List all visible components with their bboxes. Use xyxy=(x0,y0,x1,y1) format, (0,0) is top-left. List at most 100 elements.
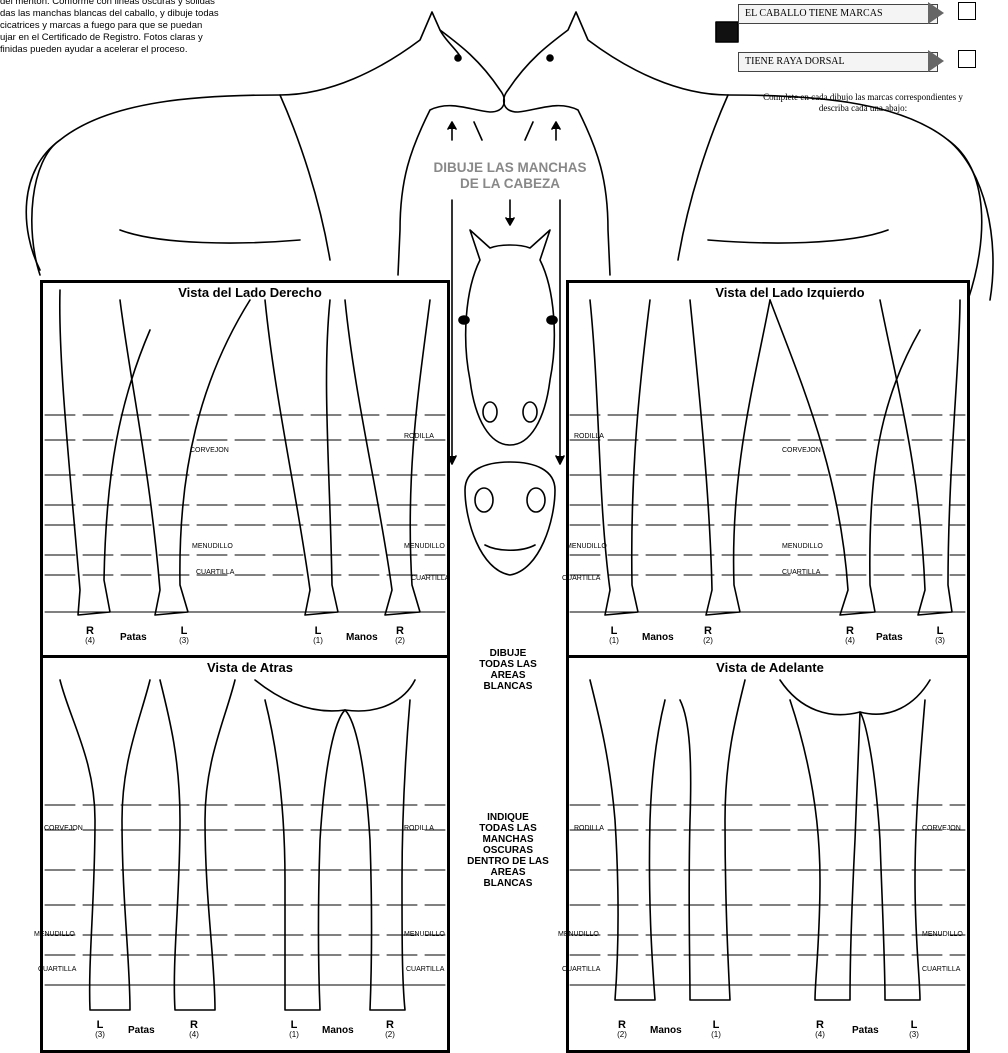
leg-id: R(2) xyxy=(614,1020,630,1040)
note-line: Complete en cada dibujo las marcas corre… xyxy=(728,92,998,103)
center-line: MANCHAS xyxy=(454,834,562,845)
leg-number: (3) xyxy=(932,636,948,646)
instruction-line: finidas pueden ayudar a acelerar el proc… xyxy=(0,44,300,56)
panel-right-side xyxy=(40,280,450,658)
head-instruction-line: DE LA CABEZA xyxy=(410,176,610,192)
patas-label: Patas xyxy=(128,1025,155,1036)
leg-number: (4) xyxy=(186,1030,202,1040)
panel-rear xyxy=(40,655,450,1053)
manos-label: Manos xyxy=(650,1025,682,1036)
leg-number: (2) xyxy=(382,1030,398,1040)
leg-id: L(3) xyxy=(92,1020,108,1040)
head-instruction-line: DIBUJE LAS MANCHAS xyxy=(410,160,610,176)
center-line: INDIQUE xyxy=(454,812,562,823)
marker-square xyxy=(716,22,738,42)
label-cuartilla: CUARTILLA xyxy=(922,966,960,973)
center-line: BLANCAS xyxy=(458,681,558,692)
label-menudillo: MENUDILLO xyxy=(558,931,599,938)
leg-number: (3) xyxy=(906,1030,922,1040)
label-menudillo: MENUDILLO xyxy=(404,543,445,550)
label-corvejon: CORVEJON xyxy=(922,825,961,832)
head-instruction: DIBUJE LAS MANCHAS DE LA CABEZA xyxy=(410,160,610,192)
center-line: DENTRO DE LAS xyxy=(454,856,562,867)
leg-id: L(1) xyxy=(606,626,622,646)
leg-id: L(3) xyxy=(932,626,948,646)
label-menudillo: MENUDILLO xyxy=(192,543,233,550)
instruction-line: das las manchas blancas del caballo, y d… xyxy=(0,8,300,20)
dorsal-label: TIENE RAYA DORSAL xyxy=(738,52,938,72)
center-line: DIBUJE xyxy=(458,648,558,659)
leg-number: (3) xyxy=(176,636,192,646)
label-cuartilla: CUARTILLA xyxy=(562,575,600,582)
patas-label: Patas xyxy=(120,632,147,643)
panel-front xyxy=(566,655,970,1053)
leg-id: R(4) xyxy=(186,1020,202,1040)
dark-spots-text: INDIQUE TODAS LAS MANCHAS OSCURAS DENTRO… xyxy=(454,812,562,889)
draw-white-areas-text: DIBUJE TODAS LAS AREAS BLANCAS xyxy=(458,648,558,692)
instruction-line: del menton. Conforme con lineas oscuras … xyxy=(0,0,300,8)
leg-number: (3) xyxy=(92,1030,108,1040)
center-line: TODAS LAS xyxy=(454,823,562,834)
label-rodilla: RODILLA xyxy=(404,433,434,440)
leg-number: (1) xyxy=(286,1030,302,1040)
label-cuartilla: CUARTILLA xyxy=(411,575,449,582)
note-line: describa cada una abajo: xyxy=(728,103,998,114)
arrow-icon xyxy=(928,2,944,24)
instructions-paragraph: del menton. Conforme con lineas oscuras … xyxy=(0,0,300,56)
manos-label: Manos xyxy=(346,632,378,643)
leg-number: (2) xyxy=(614,1030,630,1040)
leg-id: R(2) xyxy=(392,626,408,646)
label-cuartilla: CUARTILLA xyxy=(196,569,234,576)
patas-label: Patas xyxy=(876,632,903,643)
panel-title-front: Vista de Adelante xyxy=(660,660,880,675)
leg-number: (4) xyxy=(842,636,858,646)
leg-id: L(1) xyxy=(286,1020,302,1040)
leg-number: (2) xyxy=(700,636,716,646)
leg-id: R(2) xyxy=(382,1020,398,1040)
complete-note: Complete en cada dibujo las marcas corre… xyxy=(728,92,998,114)
leg-number: (2) xyxy=(392,636,408,646)
center-line: AREAS xyxy=(454,867,562,878)
leg-id: R(4) xyxy=(82,626,98,646)
label-cuartilla: CUARTILLA xyxy=(406,966,444,973)
leg-number: (4) xyxy=(82,636,98,646)
leg-id: L(3) xyxy=(906,1020,922,1040)
manos-label: Manos xyxy=(642,632,674,643)
leg-id: L(1) xyxy=(708,1020,724,1040)
dorsal-checkbox[interactable] xyxy=(958,50,976,68)
leg-number: (1) xyxy=(310,636,326,646)
label-cuartilla: CUARTILLA xyxy=(562,966,600,973)
center-line: BLANCAS xyxy=(454,878,562,889)
patas-label: Patas xyxy=(852,1025,879,1036)
manos-label: Manos xyxy=(322,1025,354,1036)
panel-left-side xyxy=(566,280,970,658)
leg-number: (1) xyxy=(606,636,622,646)
leg-id: L(3) xyxy=(176,626,192,646)
label-cuartilla: CUARTILLA xyxy=(782,569,820,576)
center-line: TODAS LAS xyxy=(458,659,558,670)
front-head-outline xyxy=(466,230,555,445)
label-rodilla: RODILLA xyxy=(574,825,604,832)
leg-id: R(4) xyxy=(842,626,858,646)
label-cuartilla: CUARTILLA xyxy=(38,966,76,973)
leg-number: (1) xyxy=(708,1030,724,1040)
panel-title-right: Vista del Lado Derecho xyxy=(140,285,360,300)
label-corvejon: CORVEJON xyxy=(44,825,83,832)
label-corvejon: CORVEJON xyxy=(190,447,229,454)
leg-number: (4) xyxy=(812,1030,828,1040)
label-menudillo: MENUDILLO xyxy=(404,931,445,938)
label-menudillo: MENUDILLO xyxy=(782,543,823,550)
label-menudillo: MENUDILLO xyxy=(34,931,75,938)
center-line: AREAS xyxy=(458,670,558,681)
label-rodilla: RODILLA xyxy=(574,433,604,440)
instruction-line: ujar en el Certificado de Registro. Foto… xyxy=(0,32,300,44)
leg-id: R(4) xyxy=(812,1020,828,1040)
center-line: OSCURAS xyxy=(454,845,562,856)
marks-checkbox[interactable] xyxy=(958,2,976,20)
label-corvejon: CORVEJON xyxy=(782,447,821,454)
panel-title-rear: Vista de Atras xyxy=(140,660,360,675)
instruction-line: cicatrices y marcas a fuego para que se … xyxy=(0,20,300,32)
label-menudillo: MENUDILLO xyxy=(566,543,607,550)
panel-title-left: Vista del Lado Izquierdo xyxy=(680,285,900,300)
label-menudillo: MENUDILLO xyxy=(922,931,963,938)
